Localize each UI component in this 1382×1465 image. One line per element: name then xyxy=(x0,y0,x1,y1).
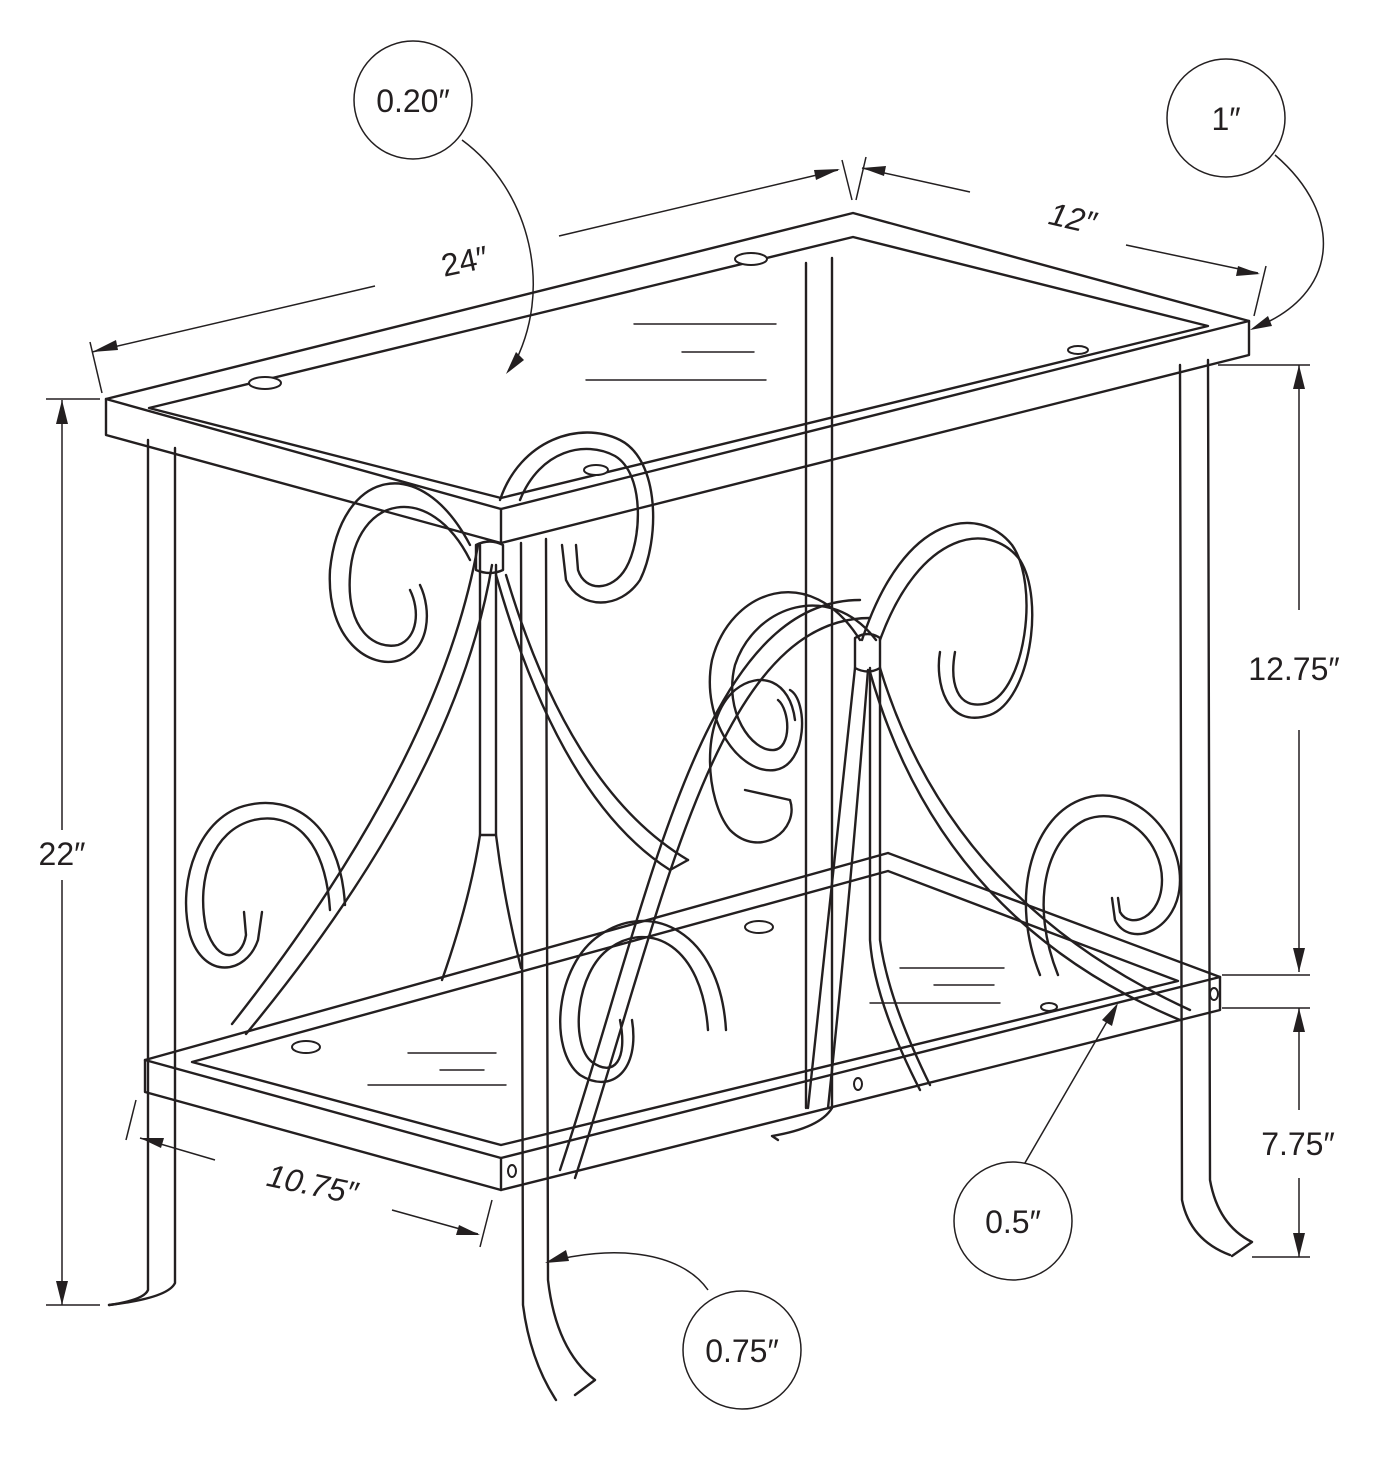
clip-icon xyxy=(248,252,1089,476)
callout-leg-width: 0.75″ xyxy=(682,1290,802,1410)
callout-glass-thickness: 0.20″ xyxy=(353,40,473,160)
upper-clearance-label: 12.75″ xyxy=(1248,651,1339,687)
callout-frame-thickness: 1″ xyxy=(1166,58,1286,178)
length-label: 24″ xyxy=(438,239,491,284)
svg-text:0.5″: 0.5″ xyxy=(985,1204,1041,1240)
svg-text:0.20″: 0.20″ xyxy=(376,83,450,119)
shelf-height-label: 7.75″ xyxy=(1261,1126,1335,1162)
clip-icon xyxy=(291,920,1219,1178)
dimension-lines xyxy=(46,156,1310,1306)
callout-leaders xyxy=(461,139,1325,1291)
scroll-work xyxy=(184,431,1192,1180)
svg-text:0.75″: 0.75″ xyxy=(705,1333,779,1369)
lower-shelf xyxy=(143,851,1222,1192)
total-height-label: 22″ xyxy=(39,836,86,872)
callout-scroll-thickness: 0.5″ xyxy=(953,1161,1073,1281)
shelf-depth-label: 10.75″ xyxy=(264,1157,363,1212)
legs xyxy=(107,256,1254,1402)
table-top xyxy=(104,211,1251,545)
svg-text:1″: 1″ xyxy=(1211,101,1240,137)
depth-label: 12″ xyxy=(1046,195,1101,241)
